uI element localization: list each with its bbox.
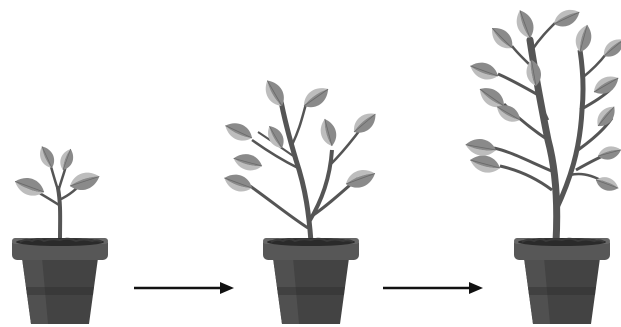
seedling-pot xyxy=(11,237,109,325)
young-plant-pot xyxy=(262,237,360,325)
arrow-right-icon xyxy=(134,282,234,294)
arrow-right-icon xyxy=(383,282,483,294)
young-plant-in-pot-icon xyxy=(221,76,381,325)
seedling-in-pot-icon xyxy=(11,143,109,325)
tree-trunk-and-branches xyxy=(493,21,614,246)
seedling-stem xyxy=(29,149,85,242)
tree-in-pot-icon xyxy=(463,4,621,325)
tree-pot xyxy=(513,237,611,325)
young-plant-stem xyxy=(249,93,361,245)
